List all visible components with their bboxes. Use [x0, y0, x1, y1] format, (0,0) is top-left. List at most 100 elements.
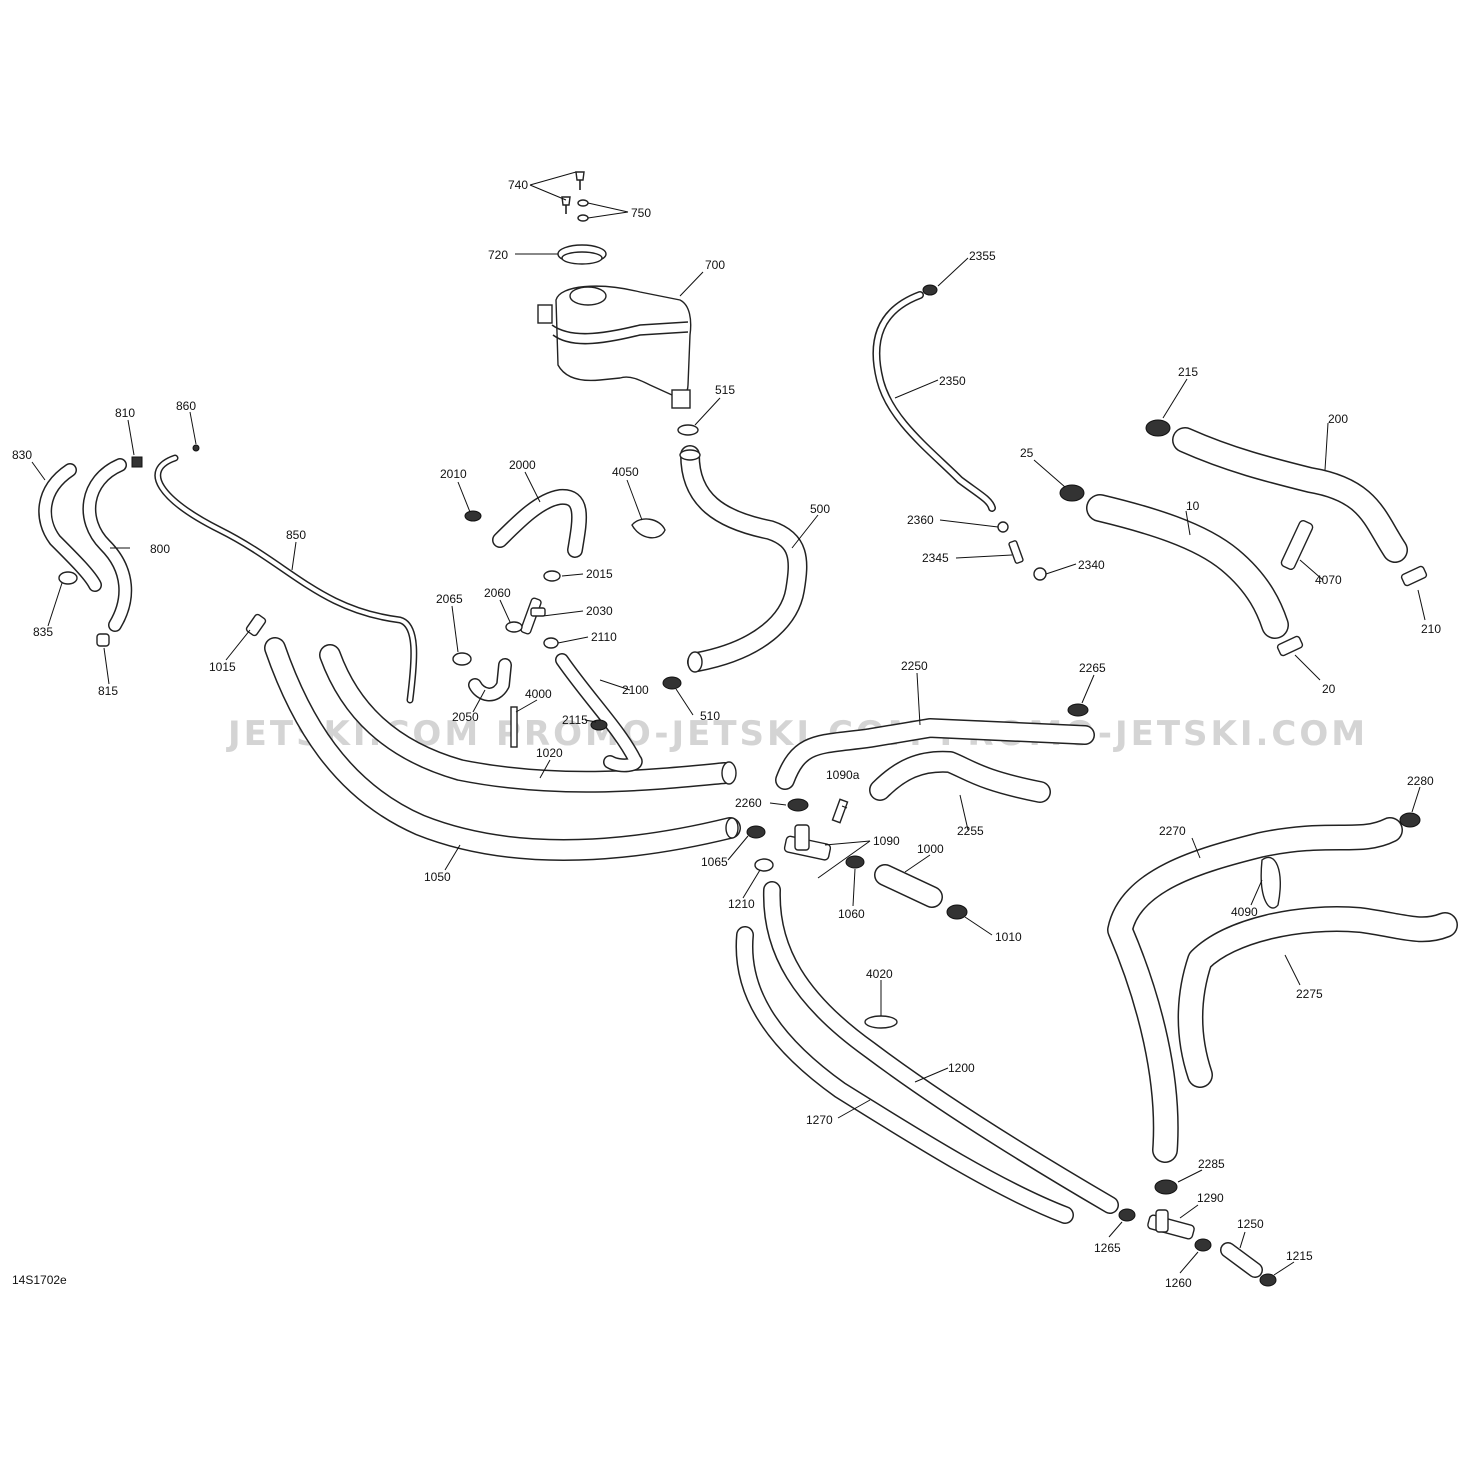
gasket-4070[interactable] — [1280, 519, 1314, 571]
label-2265: 2265 — [1079, 661, 1106, 675]
fitting-815[interactable] — [96, 633, 110, 647]
clamp-215[interactable] — [1145, 419, 1171, 437]
clamp-1210[interactable] — [754, 858, 774, 872]
hose-1200[interactable] — [762, 881, 1119, 1214]
label-810: 810 — [115, 406, 135, 420]
clamp-510[interactable] — [662, 676, 682, 690]
label-1290: 1290 — [1197, 1191, 1224, 1205]
fitting-1015[interactable] — [245, 613, 267, 637]
gasket-4090[interactable] — [1260, 856, 1282, 909]
clamp-1265[interactable] — [1118, 1208, 1136, 1222]
label-1215: 1215 — [1286, 1249, 1313, 1263]
clamp-2260[interactable] — [787, 798, 809, 812]
clamp-2065[interactable] — [452, 652, 472, 666]
sensor-4000[interactable] — [510, 706, 518, 748]
label-1200: 1200 — [948, 1061, 975, 1075]
radiator-cap-720[interactable] — [557, 244, 607, 265]
hose-2270[interactable] — [1107, 817, 1403, 1163]
label-2350: 2350 — [939, 374, 966, 388]
gasket-4020[interactable] — [864, 1015, 898, 1029]
clamp-25[interactable] — [1059, 484, 1085, 502]
label-515: 515 — [715, 383, 735, 397]
clamp-1260[interactable] — [1194, 1238, 1212, 1252]
label-1065: 1065 — [701, 855, 728, 869]
clamp-2060[interactable] — [505, 621, 523, 633]
clamp-2110[interactable] — [543, 637, 559, 649]
label-815: 815 — [98, 684, 118, 698]
label-1090a: 1090a — [826, 768, 860, 782]
clamp-2285[interactable] — [1154, 1179, 1178, 1195]
hose-200[interactable] — [1172, 427, 1408, 563]
label-4090: 4090 — [1231, 905, 1258, 919]
diagram-code: 14S1702e — [12, 1273, 67, 1287]
label-830: 830 — [12, 448, 32, 462]
valve-2345[interactable] — [1008, 540, 1024, 564]
gasket-4050[interactable] — [631, 518, 666, 539]
label-2285: 2285 — [1198, 1157, 1225, 1171]
clamp-1065[interactable] — [746, 825, 766, 839]
label-2270: 2270 — [1159, 824, 1186, 838]
hose-2050[interactable] — [468, 658, 512, 702]
hose-800[interactable] — [82, 458, 133, 632]
hose-1050[interactable] — [264, 637, 741, 861]
tee-1290[interactable] — [1147, 1209, 1195, 1240]
clamp-2265[interactable] — [1067, 703, 1089, 717]
tee-1090[interactable] — [783, 824, 832, 861]
hose-1020[interactable] — [319, 644, 737, 793]
label-2250: 2250 — [901, 659, 928, 673]
label-800: 800 — [150, 542, 170, 556]
clamp-2010[interactable] — [464, 510, 482, 522]
sensor-1090a[interactable] — [831, 798, 849, 824]
hose-1000[interactable] — [874, 864, 943, 908]
hose-830[interactable] — [38, 463, 102, 592]
hose-1270[interactable] — [735, 926, 1074, 1224]
screws-740[interactable] — [561, 171, 585, 214]
label-500: 500 — [810, 502, 830, 516]
clamp-515[interactable] — [677, 424, 699, 436]
label-1000: 1000 — [917, 842, 944, 856]
clamp-2355[interactable] — [922, 284, 938, 296]
label-700: 700 — [705, 258, 725, 272]
label-2255: 2255 — [957, 824, 984, 838]
plug-860[interactable] — [192, 444, 200, 452]
fitting-210[interactable] — [1400, 565, 1428, 587]
label-10: 10 — [1186, 499, 1200, 513]
label-2010: 2010 — [440, 467, 467, 481]
label-200: 200 — [1328, 412, 1348, 426]
clamp-835[interactable] — [58, 571, 78, 585]
hose-2275[interactable] — [1177, 906, 1458, 1088]
label-1050: 1050 — [424, 870, 451, 884]
label-1265: 1265 — [1094, 1241, 1121, 1255]
clamp-1215[interactable] — [1259, 1273, 1277, 1287]
hose-2100[interactable] — [555, 653, 643, 773]
label-1210: 1210 — [728, 897, 755, 911]
clamp-810[interactable] — [131, 456, 143, 468]
label-2360: 2360 — [907, 513, 934, 527]
hose-2250[interactable] — [775, 718, 1095, 790]
hose-10[interactable] — [1086, 494, 1289, 639]
hose-1250[interactable] — [1220, 1242, 1263, 1278]
hose-850[interactable] — [154, 454, 418, 704]
label-4070: 4070 — [1315, 573, 1342, 587]
nut-2360[interactable] — [997, 521, 1009, 533]
clamp-2015[interactable] — [543, 570, 561, 582]
expansion-tank-700[interactable] — [537, 285, 692, 409]
hose-2350[interactable] — [872, 291, 996, 512]
clamp-1010[interactable] — [946, 904, 968, 920]
washers-750[interactable] — [577, 199, 589, 222]
nut-2340[interactable] — [1033, 567, 1047, 581]
hose-500[interactable] — [679, 445, 808, 673]
label-20: 20 — [1322, 682, 1336, 696]
label-2000: 2000 — [509, 458, 536, 472]
label-740: 740 — [508, 178, 528, 192]
clamp-1060[interactable] — [845, 855, 865, 869]
clamp-2280[interactable] — [1399, 812, 1421, 828]
hose-2255[interactable] — [869, 750, 1051, 803]
label-4000: 4000 — [525, 687, 552, 701]
tee-2030[interactable] — [520, 597, 546, 635]
clamp-2115[interactable] — [590, 719, 608, 731]
fitting-20[interactable] — [1276, 635, 1304, 657]
hose-2000[interactable] — [492, 489, 588, 558]
label-2275: 2275 — [1296, 987, 1323, 1001]
label-1015: 1015 — [209, 660, 236, 674]
